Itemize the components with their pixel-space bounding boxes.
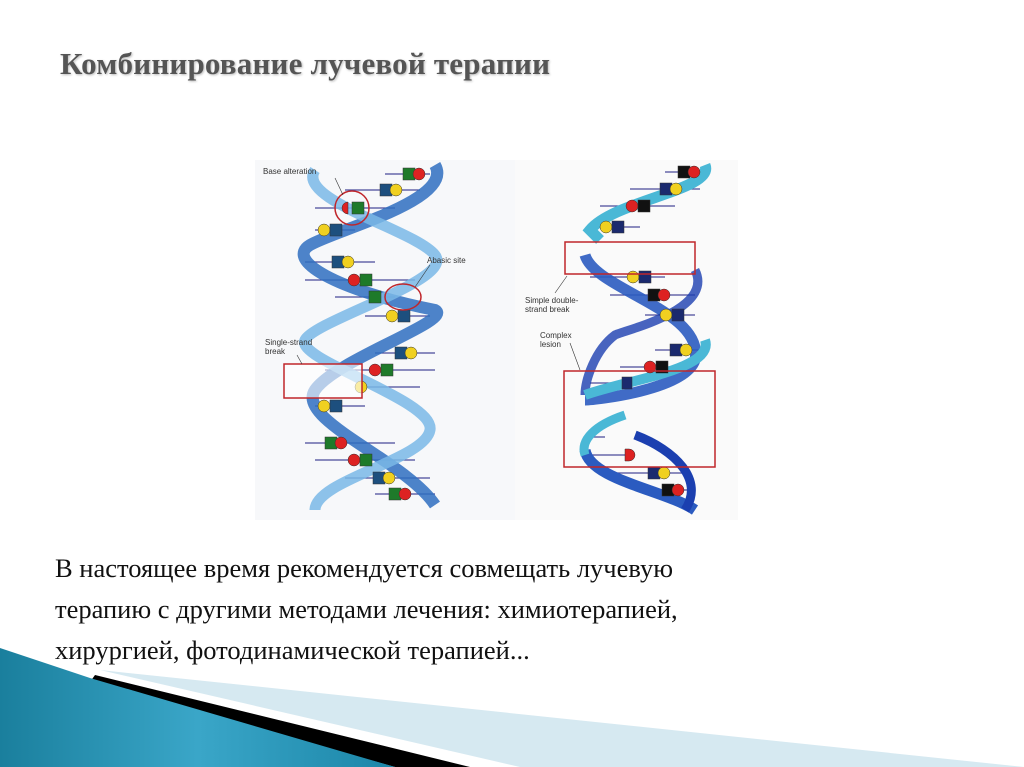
dna-damage-figure-right: Simple double- strand break Complex lesi… xyxy=(515,160,738,520)
body-line-3: хирургией, фотодинамической терапией... xyxy=(55,635,530,665)
double-strand-break-marker xyxy=(564,241,696,275)
label-double-strand-break-line2: strand break xyxy=(525,305,570,314)
single-strand-break-marker xyxy=(283,363,363,399)
complex-lesion-marker xyxy=(563,370,716,468)
label-double-strand-break-line1: Simple double- xyxy=(525,296,579,305)
label-base-alteration: Base alteration xyxy=(263,167,316,176)
slide-body-text: В настоящее время рекомендуется совмещат… xyxy=(55,548,678,671)
body-line-1: В настоящее время рекомендуется совмещат… xyxy=(55,553,674,583)
label-complex-lesion-line2: lesion xyxy=(540,340,561,349)
label-single-strand-break-line1: Single-strand xyxy=(265,338,312,347)
label-complex-lesion-line1: Complex xyxy=(540,331,572,340)
base-alteration-marker xyxy=(334,190,370,226)
dna-damage-figure-left: Base alteration Abasic site Single-stran… xyxy=(255,160,515,520)
body-line-2: терапию с другими методами лечения: хими… xyxy=(55,594,678,624)
label-single-strand-break-line2: break xyxy=(265,347,286,356)
abasic-site-marker xyxy=(384,283,422,311)
label-abasic-site: Abasic site xyxy=(427,256,466,265)
slide-title: Комбинирование лучевой терапии xyxy=(60,46,551,81)
